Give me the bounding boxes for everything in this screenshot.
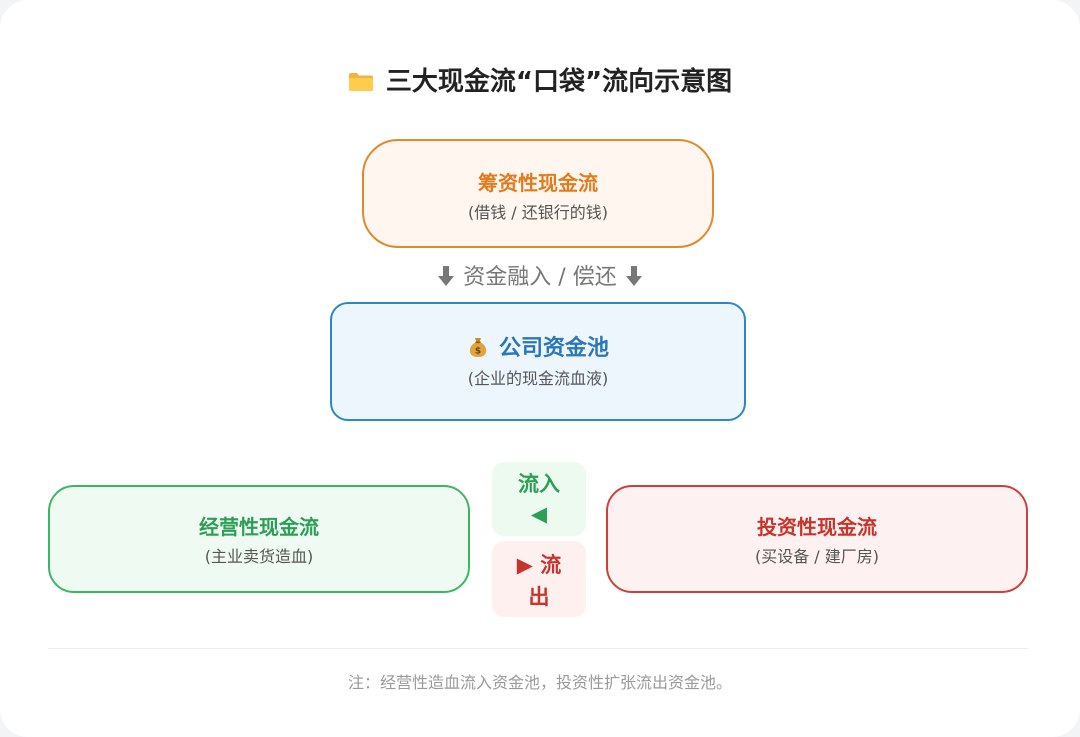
company-fund-pool-box: $ 公司资金池 (企业的现金流血液) — [330, 302, 746, 421]
financing-flow-label: 资金融入 / 偿还 — [0, 262, 1080, 294]
pool-title: $ 公司资金池 — [332, 335, 744, 363]
svg-text:$: $ — [475, 347, 481, 357]
financing-cashflow-box: 筹资性现金流 (借钱 / 还银行的钱) — [362, 139, 714, 248]
flow-label-text: 资金融入 / 偿还 — [463, 265, 617, 290]
outflow-label-line2: 出 — [528, 585, 550, 609]
outflow-arrow-icon: ▶ — [516, 553, 533, 577]
outflow-indicator: ▶ 流 出 — [492, 541, 586, 617]
operating-subtitle: (主业卖货造血) — [204, 547, 314, 566]
investing-cashflow-box: 投资性现金流 (买设备 / 建厂房) — [606, 485, 1028, 593]
investing-subtitle: (买设备 / 建厂房) — [754, 547, 880, 566]
footnote: 注：经营性造血流入资金池，投资性扩张流出资金池。 — [347, 673, 732, 692]
operating-title: 经营性现金流 — [199, 515, 319, 539]
pool-subtitle: (企业的现金流血液) — [467, 369, 609, 388]
pool-title-text: 公司资金池 — [498, 336, 609, 361]
inflow-indicator: 流入 ◀ — [492, 462, 586, 536]
inflow-arrow-icon: ◀ — [530, 502, 548, 526]
financing-title: 筹资性现金流 — [478, 171, 598, 195]
folder-icon — [348, 64, 374, 91]
money-bag-icon: $ — [467, 336, 489, 358]
financing-subtitle: (借钱 / 还银行的钱) — [467, 203, 609, 222]
diagram-title: 三大现金流“口袋”流向示意图 — [0, 62, 1080, 102]
inflow-label: 流入 — [518, 472, 560, 496]
investing-title: 投资性现金流 — [757, 515, 877, 539]
arrow-down-icon — [625, 265, 643, 287]
divider — [48, 648, 1028, 649]
operating-cashflow-box: 经营性现金流 (主业卖货造血) — [48, 485, 470, 593]
arrow-down-icon — [437, 265, 455, 287]
diagram-title-text: 三大现金流“口袋”流向示意图 — [385, 67, 733, 97]
outflow-label-line1: 流 — [540, 553, 562, 577]
